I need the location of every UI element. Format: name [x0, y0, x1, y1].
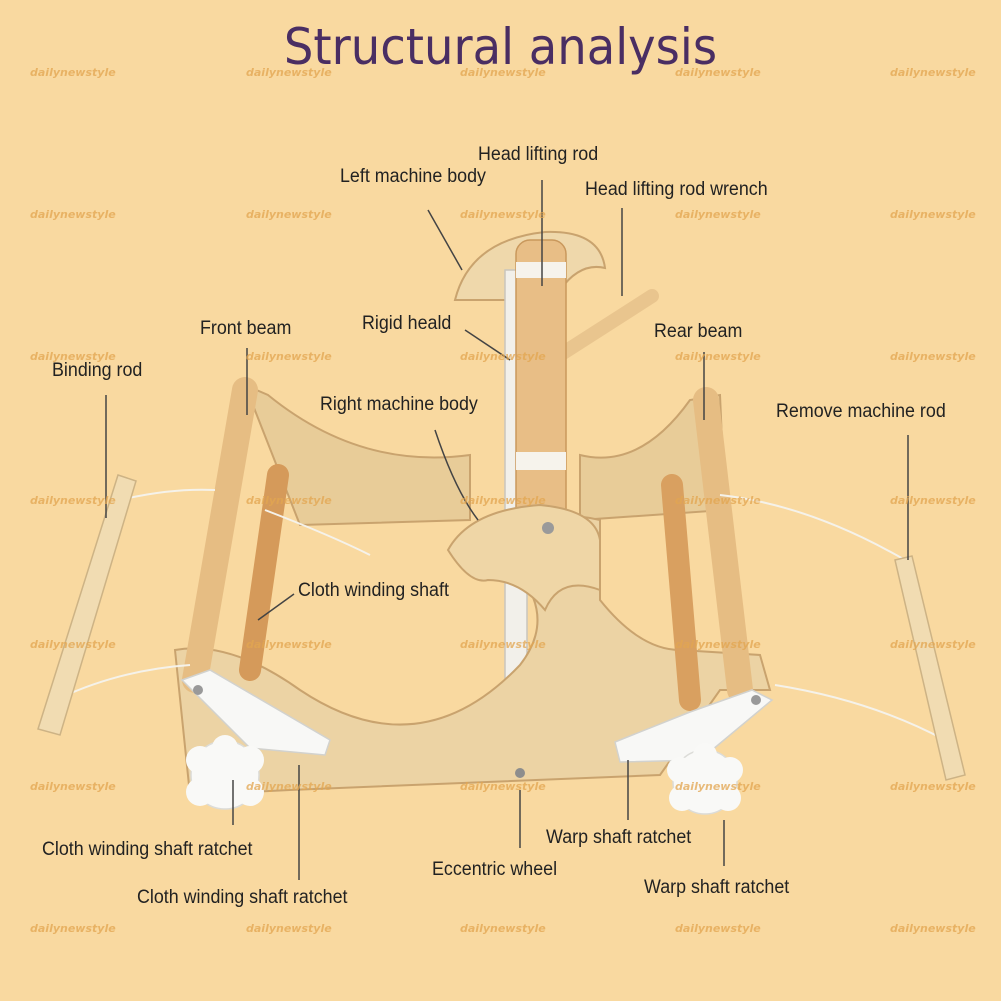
watermark-text: dailynewstyle [675, 780, 761, 793]
watermark-text: dailynewstyle [890, 494, 976, 507]
watermark-text: dailynewstyle [675, 350, 761, 363]
watermark-text: dailynewstyle [675, 208, 761, 221]
page-title: Structural analysis [283, 18, 718, 76]
head-lifting-rod-band [516, 262, 566, 278]
watermark-text: dailynewstyle [246, 494, 332, 507]
watermark-text: dailynewstyle [675, 494, 761, 507]
binding-rod-string [119, 488, 216, 501]
binding-rod-shape [37, 474, 137, 736]
watermark-text: dailynewstyle [30, 208, 116, 221]
watermark-text: dailynewstyle [30, 780, 116, 793]
watermark-text: dailynewstyle [675, 638, 761, 651]
label-cloth-winding-shaft-ratchet-1: Cloth winding shaft ratchet [42, 839, 253, 860]
label-head-lifting-rod-wrench: Head lifting rod wrench [585, 179, 768, 200]
watermark-text: dailynewstyle [675, 66, 761, 79]
remove-machine-rod-string [774, 684, 946, 741]
binding-rod-string [264, 509, 371, 556]
cloth-winding-shaft-shape [239, 464, 289, 681]
remove-machine-rod-string [719, 494, 906, 561]
label-head-lifting-rod: Head lifting rod [478, 144, 599, 165]
eccentric-screw [515, 768, 525, 778]
leader-left-machine-body [427, 209, 463, 271]
warp-ratchet-knob [667, 743, 743, 815]
watermark-text: dailynewstyle [30, 350, 116, 363]
cloth-ratchet-bolt [193, 685, 203, 695]
label-warp-shaft-ratchet-1: Warp shaft ratchet [546, 827, 692, 848]
watermark-text: dailynewstyle [675, 922, 761, 935]
right-machine-body-shape [446, 503, 601, 612]
watermark-text: dailynewstyle [890, 638, 976, 651]
warp-ratchet-bolt [751, 695, 761, 705]
rear-frame-panel-right [579, 393, 727, 522]
watermark-text: dailynewstyle [890, 350, 976, 363]
watermark-text: dailynewstyle [460, 494, 546, 507]
label-eccentric-wheel: Eccentric wheel [432, 859, 558, 880]
label-cloth-winding-shaft-ratchet-2: Cloth winding shaft ratchet [137, 887, 348, 908]
label-front-beam: Front beam [200, 318, 292, 339]
watermark-text: dailynewstyle [890, 780, 976, 793]
label-binding-rod: Binding rod [52, 360, 143, 381]
body-screw [542, 522, 554, 534]
watermark-text: dailynewstyle [246, 350, 332, 363]
label-cloth-winding-shaft: Cloth winding shaft [298, 580, 449, 601]
head-lifting-rod-wrench-shape [553, 289, 659, 362]
watermark-text: dailynewstyle [460, 350, 546, 363]
watermark-text: dailynewstyle [890, 922, 976, 935]
watermark-text: dailynewstyle [460, 638, 546, 651]
watermark-text: dailynewstyle [30, 638, 116, 651]
leader-cloth-winding-shaft [257, 593, 295, 621]
rear-beam-shape [693, 387, 753, 703]
watermark-text: dailynewstyle [30, 922, 116, 935]
watermark-text: dailynewstyle [30, 66, 116, 79]
label-right-machine-body: Right machine body [320, 394, 478, 415]
warp-ratchet-pawl-shape [614, 689, 774, 763]
watermark-text: dailynewstyle [246, 638, 332, 651]
label-warp-shaft-ratchet-2: Warp shaft ratchet [644, 877, 790, 898]
label-remove-machine-rod: Remove machine rod [776, 401, 946, 422]
watermark-text: dailynewstyle [246, 780, 332, 793]
cloth-ratchet-pawl-shape [180, 669, 331, 756]
head-lifting-rod-band [516, 452, 566, 470]
watermark-text: dailynewstyle [246, 922, 332, 935]
watermark-text: dailynewstyle [246, 66, 332, 79]
watermark-text: dailynewstyle [890, 208, 976, 221]
watermark-text: dailynewstyle [246, 208, 332, 221]
watermark-text: dailynewstyle [30, 494, 116, 507]
label-rear-beam: Rear beam [654, 321, 743, 342]
watermark-text: dailynewstyle [460, 780, 546, 793]
front-beam-shape [182, 377, 258, 693]
label-rigid-heald: Rigid heald [362, 313, 452, 334]
cloth-ratchet-knob [186, 735, 264, 810]
leader-rigid-heald [464, 329, 511, 361]
warp-shaft-shape [661, 474, 701, 711]
label-left-machine-body: Left machine body [340, 166, 486, 187]
watermark-text: dailynewstyle [890, 66, 976, 79]
watermark-text: dailynewstyle [460, 208, 546, 221]
watermark-text: dailynewstyle [460, 66, 546, 79]
leader-right-machine-body [434, 429, 479, 521]
rear-frame-panel [243, 383, 471, 527]
remove-machine-rod-shape [894, 555, 966, 781]
watermark-text: dailynewstyle [460, 922, 546, 935]
